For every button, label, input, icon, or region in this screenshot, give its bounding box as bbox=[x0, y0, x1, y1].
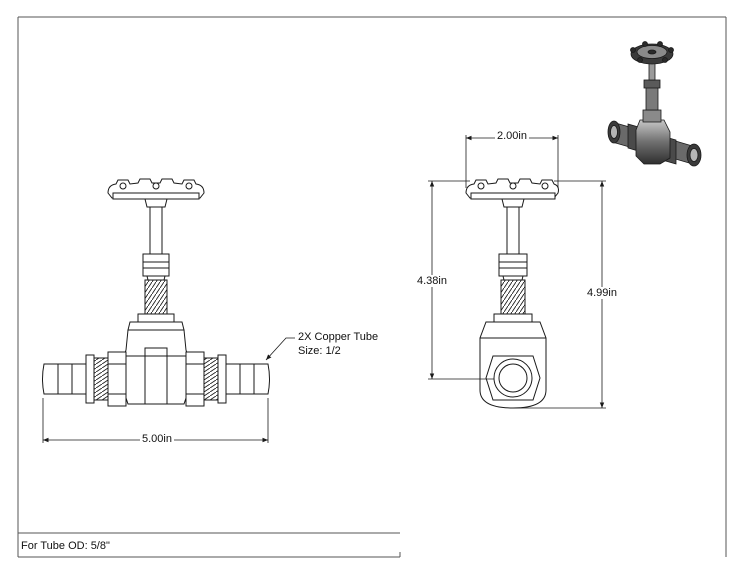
right-union-front bbox=[185, 351, 227, 407]
packing-nut-side bbox=[498, 253, 528, 281]
callout-leader bbox=[265, 337, 295, 361]
handwheel-side bbox=[465, 178, 559, 208]
handwheel-front bbox=[107, 178, 205, 208]
left-union-front bbox=[85, 351, 127, 407]
bonnet-threads-side bbox=[500, 279, 526, 315]
side-view-valve bbox=[465, 178, 559, 409]
bonnet-front bbox=[127, 321, 185, 331]
front-view-valve bbox=[42, 178, 270, 407]
body-front bbox=[123, 329, 189, 405]
left-tube-front bbox=[42, 363, 87, 395]
stem-front bbox=[149, 206, 163, 255]
callout-text-line2: Size: 1/2 bbox=[298, 345, 341, 357]
packing-nut-front bbox=[142, 253, 170, 281]
callout-text-line1: 2X Copper Tube bbox=[298, 331, 379, 343]
width-side-dimension-label: 2.00in bbox=[495, 130, 529, 142]
sheet-border bbox=[17, 16, 727, 558]
height-inner-dimension-label: 4.38in bbox=[416, 275, 448, 287]
height-outer-dimension-label: 4.99in bbox=[586, 287, 618, 299]
right-tube-front bbox=[225, 363, 270, 395]
isometric-view-valve bbox=[607, 41, 702, 167]
stem-side bbox=[506, 206, 520, 255]
width-front-dimension-label: 5.00in bbox=[140, 433, 174, 445]
tube-od-note: For Tube OD: 5/8" bbox=[21, 540, 110, 552]
bonnet-threads-front bbox=[144, 279, 168, 315]
